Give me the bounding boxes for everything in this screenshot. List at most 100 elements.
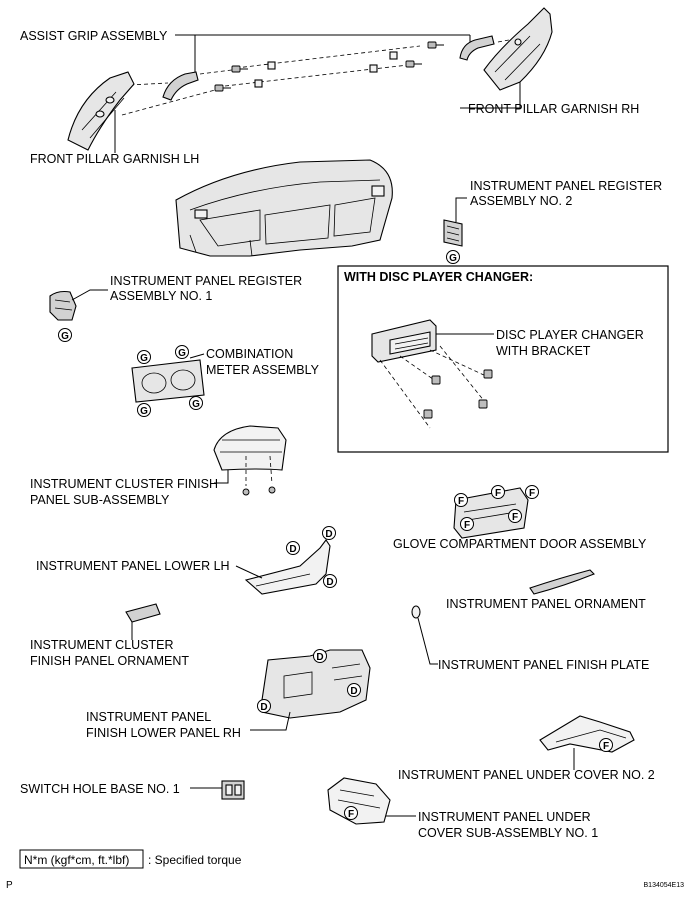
- legend-text: : Specified torque: [148, 853, 242, 867]
- svg-text:D: D: [260, 702, 267, 713]
- figure-id: B134054E13: [644, 882, 685, 889]
- legend-box: [19, 849, 144, 869]
- clip-icon: [389, 51, 398, 60]
- torque-mark-g: [58, 328, 72, 342]
- screw-icon: [242, 488, 250, 496]
- svg-text:D: D: [326, 577, 333, 588]
- ornament-label: INSTRUMENT PANEL ORNAMENT: [446, 597, 646, 611]
- register-no2-label-2: ASSEMBLY NO. 2: [470, 194, 572, 208]
- svg-text:G: G: [192, 399, 200, 410]
- finish-lower-rh-group: D D D INSTRUMENT PANEL FINISH LOWER PANE…: [86, 649, 371, 740]
- screw-icon: [268, 486, 276, 494]
- torque-mark-f: [454, 493, 468, 507]
- instrument-panel-finish-plate: [411, 605, 421, 619]
- cluster-finish-label-1: INSTRUMENT CLUSTER FINISH: [30, 477, 218, 491]
- torque-mark-f: [599, 738, 613, 752]
- register-no1-group: G INSTRUMENT PANEL REGISTER ASSEMBLY NO.…: [49, 274, 302, 342]
- svg-text:F: F: [458, 496, 464, 507]
- torque-mark-g: [175, 345, 189, 359]
- dashboard-body: [175, 159, 393, 257]
- finish-plate-group: INSTRUMENT PANEL FINISH PLATE: [411, 605, 649, 672]
- glove-door-label: GLOVE COMPARTMENT DOOR ASSEMBLY: [393, 537, 647, 551]
- legend-box-text: N*m (kgf*cm, ft.*lbf): [24, 853, 129, 867]
- clip-icon: [369, 64, 378, 73]
- svg-text:D: D: [316, 652, 323, 663]
- switch-hole-label: SWITCH HOLE BASE NO. 1: [20, 782, 180, 796]
- svg-text:F: F: [529, 488, 535, 499]
- torque-mark-d: [323, 574, 337, 588]
- assist-grip-right: [459, 35, 495, 61]
- cluster-finish-panel-ornament: [125, 603, 161, 623]
- svg-text:D: D: [325, 529, 332, 540]
- torque-mark-g: [137, 403, 151, 417]
- under-cover-no1-group: F INSTRUMENT PANEL UNDER COVER SUB-ASSEM…: [327, 777, 598, 840]
- panel-lower-lh-group: D D D INSTRUMENT PANEL LOWER LH: [36, 526, 337, 595]
- torque-mark-g: [189, 396, 203, 410]
- torque-mark-f: [460, 517, 474, 531]
- finish-lower-rh-label-1: INSTRUMENT PANEL: [86, 710, 211, 724]
- torque-mark-d: [286, 541, 300, 555]
- cluster-ornament-label-1: INSTRUMENT CLUSTER: [30, 638, 174, 652]
- inset-frame: [337, 265, 669, 453]
- assist-grip-label: ASSIST GRIP ASSEMBLY: [20, 29, 168, 43]
- disc-changer-label-2: WITH BRACKET: [496, 344, 591, 358]
- under-cover-no1-label-1: INSTRUMENT PANEL UNDER: [418, 810, 591, 824]
- torque-mark-d: [322, 526, 336, 540]
- torque-mark-d: [313, 649, 327, 663]
- finish-plate-label: INSTRUMENT PANEL FINISH PLATE: [438, 658, 649, 672]
- instrument-panel-ornament: [529, 569, 595, 595]
- bolt-icon: [427, 41, 444, 49]
- combination-meter: [131, 359, 205, 403]
- finish-lower-panel-rh: [261, 649, 371, 719]
- svg-text:G: G: [140, 406, 148, 417]
- register-no1: [49, 290, 77, 321]
- clip-icon: [267, 61, 276, 70]
- assist-grip-left: [162, 71, 199, 101]
- torque-mark-d: [347, 683, 361, 697]
- cluster-finish-panel-group: INSTRUMENT CLUSTER FINISH PANEL SUB-ASSE…: [30, 425, 287, 507]
- under-cover-no2: [539, 715, 635, 753]
- panel-lower-lh-label: INSTRUMENT PANEL LOWER LH: [36, 559, 230, 573]
- front-pillar-rh-label: FRONT PILLAR GARNISH RH: [468, 102, 639, 116]
- svg-text:G: G: [140, 353, 148, 364]
- bolt-icon: [483, 369, 493, 379]
- register-no1-label-2: ASSEMBLY NO. 1: [110, 289, 212, 303]
- finish-lower-rh-label-2: FINISH LOWER PANEL RH: [86, 726, 241, 740]
- torque-mark-g: [137, 350, 151, 364]
- svg-text:F: F: [603, 741, 609, 752]
- torque-mark-f: [491, 485, 505, 499]
- under-cover-no1-label-2: COVER SUB-ASSEMBLY NO. 1: [418, 826, 598, 840]
- torque-mark-f: [525, 485, 539, 499]
- svg-text:F: F: [512, 512, 518, 523]
- torque-mark-f: [508, 509, 522, 523]
- cluster-ornament-label-2: FINISH PANEL ORNAMENT: [30, 654, 189, 668]
- front-pillar-lh-label: FRONT PILLAR GARNISH LH: [30, 152, 199, 166]
- under-cover-no2-group: F INSTRUMENT PANEL UNDER COVER NO. 2: [398, 715, 655, 782]
- register-no1-label-1: INSTRUMENT PANEL REGISTER: [110, 274, 302, 288]
- disc-changer-label-1: DISC PLAYER CHANGER: [496, 328, 644, 342]
- switch-hole-base-group: SWITCH HOLE BASE NO. 1: [20, 780, 245, 800]
- instrument-panel-main: [175, 159, 393, 257]
- svg-text:G: G: [449, 253, 457, 264]
- register-no2-label-1: INSTRUMENT PANEL REGISTER: [470, 179, 662, 193]
- svg-text:G: G: [61, 331, 69, 342]
- bolt-icon: [431, 375, 441, 385]
- bolt-icon: [405, 60, 422, 68]
- svg-text:F: F: [495, 488, 501, 499]
- combination-meter-group: G G G G COMBINATION METER ASSEMBLY: [131, 345, 320, 417]
- bolt-icon: [478, 399, 488, 409]
- bolt-icon: [423, 409, 433, 419]
- bolt-icon: [214, 84, 231, 92]
- assist-grip-group: ASSIST GRIP ASSEMBLY: [20, 7, 639, 166]
- clip-icon: [254, 79, 263, 88]
- cluster-finish-label-2: PANEL SUB-ASSEMBLY: [30, 493, 170, 507]
- svg-text:D: D: [350, 686, 357, 697]
- cluster-ornament-group: INSTRUMENT CLUSTER FINISH PANEL ORNAMENT: [30, 603, 189, 668]
- cluster-finish-panel: [213, 425, 287, 471]
- torque-mark-d: [257, 699, 271, 713]
- front-pillar-garnish-rh: [483, 7, 553, 91]
- disc-changer-inset: WITH DISC PLAYER CHANGER: DISC PLAYER CH…: [337, 265, 669, 453]
- combination-meter-label-2: METER ASSEMBLY: [206, 363, 320, 377]
- ornament-group: INSTRUMENT PANEL ORNAMENT: [446, 569, 646, 611]
